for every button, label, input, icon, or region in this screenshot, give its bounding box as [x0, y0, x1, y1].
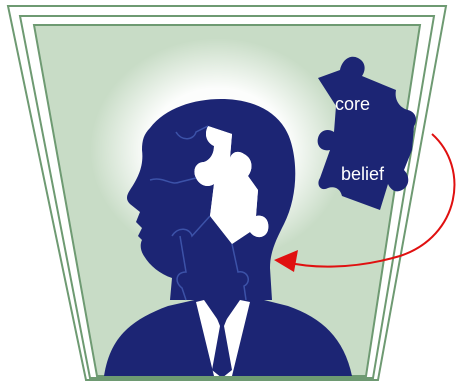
piece-label-core: core: [335, 94, 370, 114]
piece-label-belief: belief: [341, 164, 385, 184]
